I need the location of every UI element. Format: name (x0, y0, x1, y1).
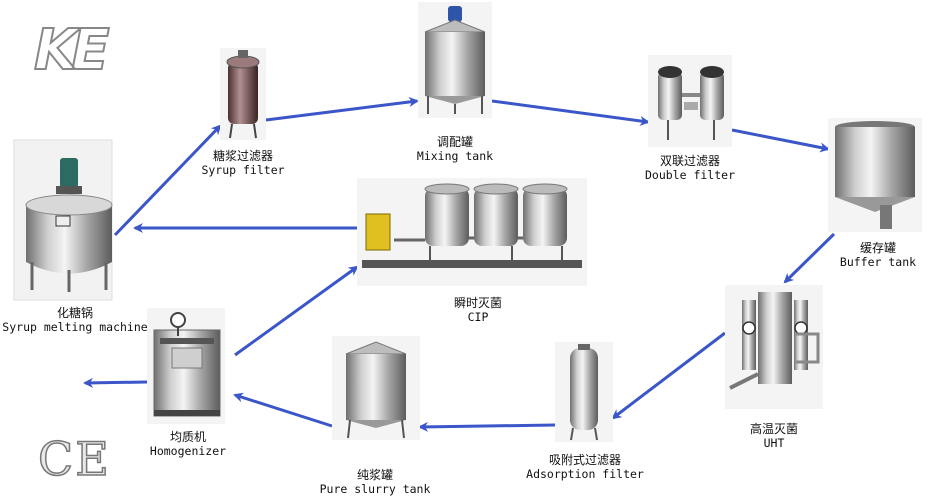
adsorption-filter-image (555, 342, 613, 442)
flow-arrows (83, 97, 836, 432)
pure-slurry-tank-image (332, 336, 420, 440)
arrow-buffer-to-uht (783, 232, 836, 284)
mixing-tank-image (418, 2, 492, 118)
arrow-syrup-filter-to-mixing (265, 97, 419, 122)
uht-image (725, 285, 823, 409)
arrow-homogenizer-out (83, 377, 148, 388)
arrow-pure-slurry-to-homogenizer (233, 392, 333, 428)
arrow-melting-to-syrup-filter (113, 124, 222, 237)
brand-logo: KE (33, 17, 111, 84)
arrow-mixing-to-double-filter (491, 99, 650, 126)
ce-mark: CE (37, 431, 111, 487)
arrow-adsorption-to-pure-slurry (418, 421, 556, 432)
buffer-tank-image (828, 118, 922, 232)
syrup-filter-image (220, 48, 266, 140)
homogenizer-image (147, 308, 225, 424)
arrow-double-filter-to-buffer (731, 128, 830, 153)
arrow-uht-to-adsorption (611, 331, 726, 420)
cip-image (357, 178, 587, 286)
syrup-melting-machine-image (13, 139, 113, 301)
arrow-homogenizer-to-cip (234, 265, 359, 357)
double-filter-image (648, 55, 732, 147)
